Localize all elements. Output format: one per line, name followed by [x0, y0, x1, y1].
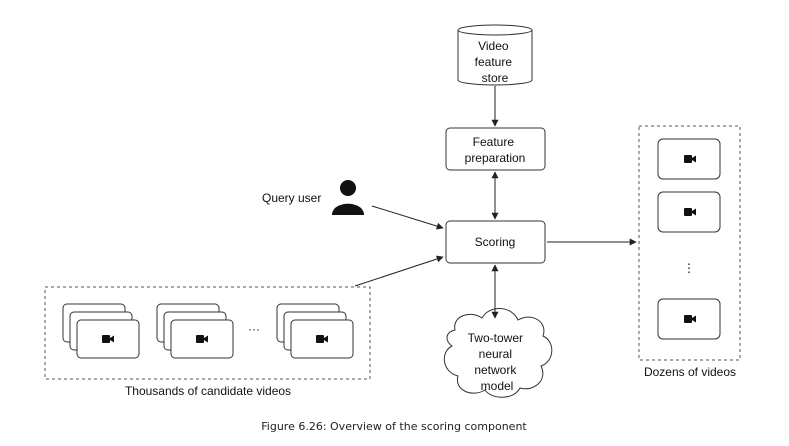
candidate-videos-group: ··· Thousands of candidate videos: [44, 286, 371, 398]
query-user: Query user: [262, 180, 364, 215]
result-videos-group: ⋮ Dozens of videos: [638, 125, 741, 379]
prep-label: Feature preparation: [465, 135, 526, 165]
arrow-candidates-to-scoring: [354, 255, 444, 287]
figure-caption: Figure 6.26: Overview of the scoring com…: [261, 420, 527, 433]
candidate-stack-1: [62, 303, 140, 359]
results-label: Dozens of videos: [644, 365, 736, 379]
scoring-label: Scoring: [475, 235, 516, 249]
two-tower-model-cloud: Two-tower neural network model: [443, 308, 553, 398]
person-icon: [332, 180, 364, 215]
store-label: Video feature store: [475, 39, 516, 85]
candidates-label: Thousands of candidate videos: [125, 384, 291, 398]
candidate-stack-3: [276, 303, 354, 359]
scoring-box: Scoring: [445, 220, 546, 264]
model-label: Two-tower neural network model: [468, 331, 527, 393]
video-feature-store: Video feature store: [457, 24, 533, 86]
candidate-stack-2: [156, 303, 234, 359]
result-video-2: [657, 191, 721, 233]
results-ellipsis: ⋮: [683, 261, 695, 275]
result-video-3: [657, 298, 721, 340]
query-user-label: Query user: [262, 191, 321, 205]
result-video-1: [657, 138, 721, 180]
arrow-user-to-scoring: [371, 205, 444, 230]
feature-preparation-box: Feature preparation: [445, 127, 546, 171]
candidates-ellipsis: ···: [248, 322, 260, 336]
